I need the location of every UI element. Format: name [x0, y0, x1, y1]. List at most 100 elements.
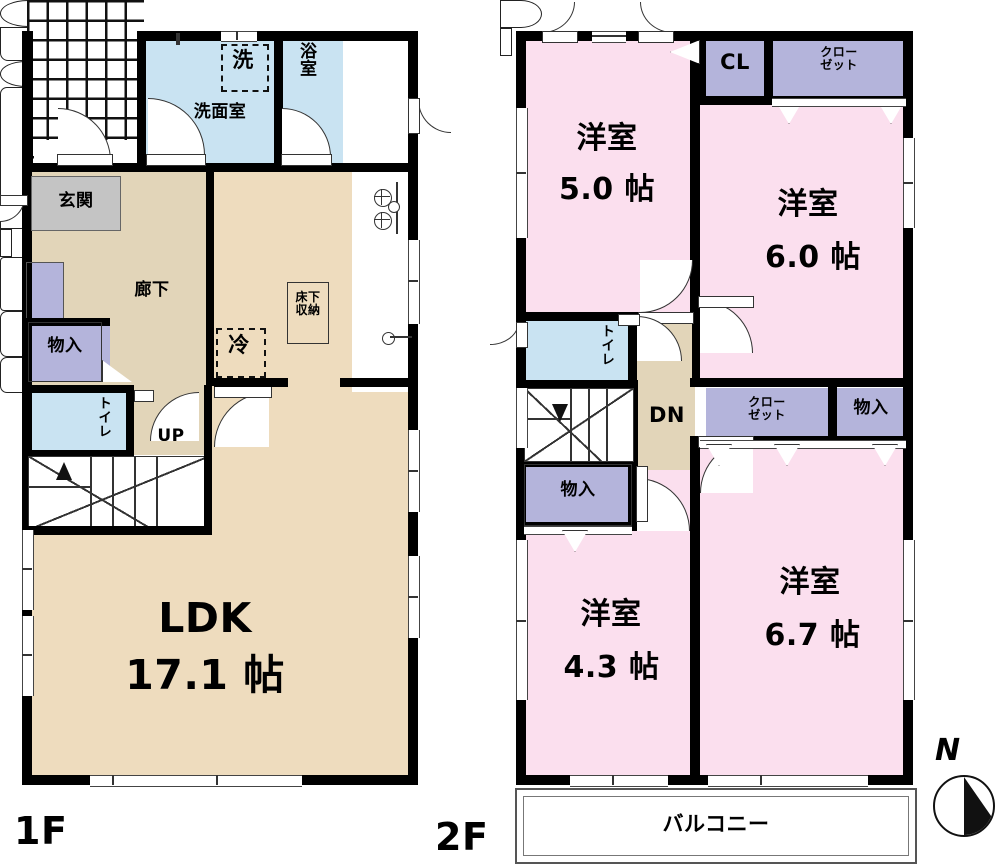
monoire-left-fill [524, 464, 632, 526]
window-ldk-left-2 [22, 616, 34, 696]
monoire-left-label-2f: 物入 [560, 480, 596, 500]
window-room43-bottom-mullion [612, 775, 614, 785]
wall-stairs-bottom-2f [516, 458, 637, 467]
ldk-area-label: 17.1 帖 [125, 651, 285, 699]
wall-porch-washroom [137, 31, 146, 165]
burner-1 [374, 189, 392, 207]
window-room5-left-mullion [516, 172, 526, 174]
wall-kitchen-bottom [340, 378, 418, 387]
door-leaf-ldk-corridor [214, 386, 272, 398]
kitchen-faucet-knob [382, 332, 395, 345]
door-toilet-2f-exterior [490, 322, 519, 345]
window-ldk-bottom-2-mullion [216, 775, 218, 785]
window-ldk-right-2-mullion [408, 596, 418, 598]
cl-fill [706, 36, 764, 98]
monoire-fill-1f [28, 322, 110, 382]
underfloor-storage-box [287, 282, 329, 344]
door-leaf-front [0, 195, 28, 206]
compass-dial [933, 775, 995, 837]
wall-room6-bottom [690, 378, 913, 387]
floor1-plan: 洗 洗面室 浴室 玄関 廊下 物入 トイレ [0, 0, 470, 800]
wall-cl-left [697, 34, 706, 98]
room-6_7-area: 6.7 帖 [764, 618, 861, 653]
genkan-closet-fill [26, 262, 64, 319]
balcony: バルコニー [515, 788, 917, 864]
door-leaf-room6 [698, 296, 754, 308]
door-room5-top-b [640, 2, 673, 33]
wall-wetzone-bottom [22, 163, 418, 172]
closet-top-label: クロー ゼット [820, 45, 858, 72]
wall-room5-bottom [516, 312, 700, 321]
room-6_7-fill [700, 440, 908, 785]
floor1-label: 1F [14, 809, 68, 853]
bathtub-zone [343, 33, 415, 164]
wall-washroom-bath [274, 33, 283, 164]
closet-top-fill [772, 36, 906, 98]
wall-closet-mid-divider [828, 386, 837, 440]
stairs-up-label: UP [157, 426, 185, 446]
door-leaf-washroom [146, 154, 206, 166]
wall-stairs-right-1f [204, 385, 212, 533]
window-room43-left-mullion [516, 620, 526, 622]
closet-top-rail [772, 98, 906, 107]
window-room67-right-mullion [903, 620, 913, 622]
door-bath-exterior [418, 100, 451, 133]
monoire-outline [28, 322, 102, 382]
toilet-tank-1f [0, 229, 12, 257]
wall-1f-top-left [22, 31, 33, 165]
bath-label: 浴室 [296, 42, 316, 77]
wall-monoire-left-right-2f [628, 464, 637, 531]
window-ldk-right-1-mullion [408, 470, 418, 472]
window-ldk-left-2-mullion [22, 654, 32, 656]
wall-dn-left [630, 380, 638, 468]
compass-needle [964, 777, 993, 835]
compass-north-label: N [935, 733, 961, 768]
wall-2f-center-vertical-lower [690, 440, 700, 785]
window-room5-top-mullion [592, 35, 626, 37]
closet-mid-fill [706, 388, 828, 442]
window-kitchen [408, 240, 420, 324]
toilet-label-1f: トイレ [95, 396, 112, 438]
genkan-fill [31, 176, 121, 231]
floor2-label: 2F [435, 815, 489, 859]
window-room67-bottom-mullion [760, 775, 762, 785]
door-leaf-room4 [636, 466, 648, 522]
faucet [176, 33, 180, 45]
window-ldk-left-1 [22, 530, 34, 610]
wall-toilet-right-2f [628, 312, 637, 386]
floor2-plan: トイレ DN 物入 [490, 0, 1000, 864]
room-4_3-area: 4.3 帖 [563, 650, 660, 685]
room-5_0-area: 5.0 帖 [558, 172, 656, 207]
window-ldk-bottom-2 [172, 775, 302, 787]
wall-2f-right [903, 31, 913, 785]
compass: N [925, 733, 995, 847]
stairs-diagonal-2f-b [524, 388, 602, 462]
wall-kitchen-left [206, 170, 214, 386]
wall-toilet-right-1f [126, 385, 134, 455]
room-6_7-name: 洋室 [779, 565, 841, 600]
washer-label: 洗 [232, 48, 254, 72]
shoe-closet-outline [26, 262, 64, 319]
window-room6-right-1-mullion [903, 182, 913, 184]
door-leaf-bath [281, 154, 332, 166]
door-room5-top-a [542, 2, 575, 33]
wall-toilet-bottom-2f [516, 380, 637, 389]
window-stairs-2f [516, 388, 528, 448]
burner-cross-4 [381, 212, 383, 228]
genkan-outline [31, 176, 121, 231]
fridge-slot [216, 328, 266, 378]
door-leaf-room5-top-b [638, 31, 674, 43]
room-5_0-name: 洋室 [576, 121, 638, 156]
door-leaf-toilet-1f [134, 390, 154, 402]
closet-mid-rail [700, 440, 906, 449]
toilet-tank-2f [500, 28, 512, 56]
wall-1f-left [22, 165, 32, 785]
dn-label: DN [648, 403, 685, 427]
window-ldk-left-1-mullion [22, 568, 32, 570]
stairs-diagonal-b [28, 456, 153, 530]
window-room67-bottom [708, 775, 868, 787]
wall-stairs-bottom-1f [22, 526, 212, 535]
wall-1f-right [408, 31, 418, 785]
underfloor-storage-label: 床下 収納 [295, 290, 321, 317]
